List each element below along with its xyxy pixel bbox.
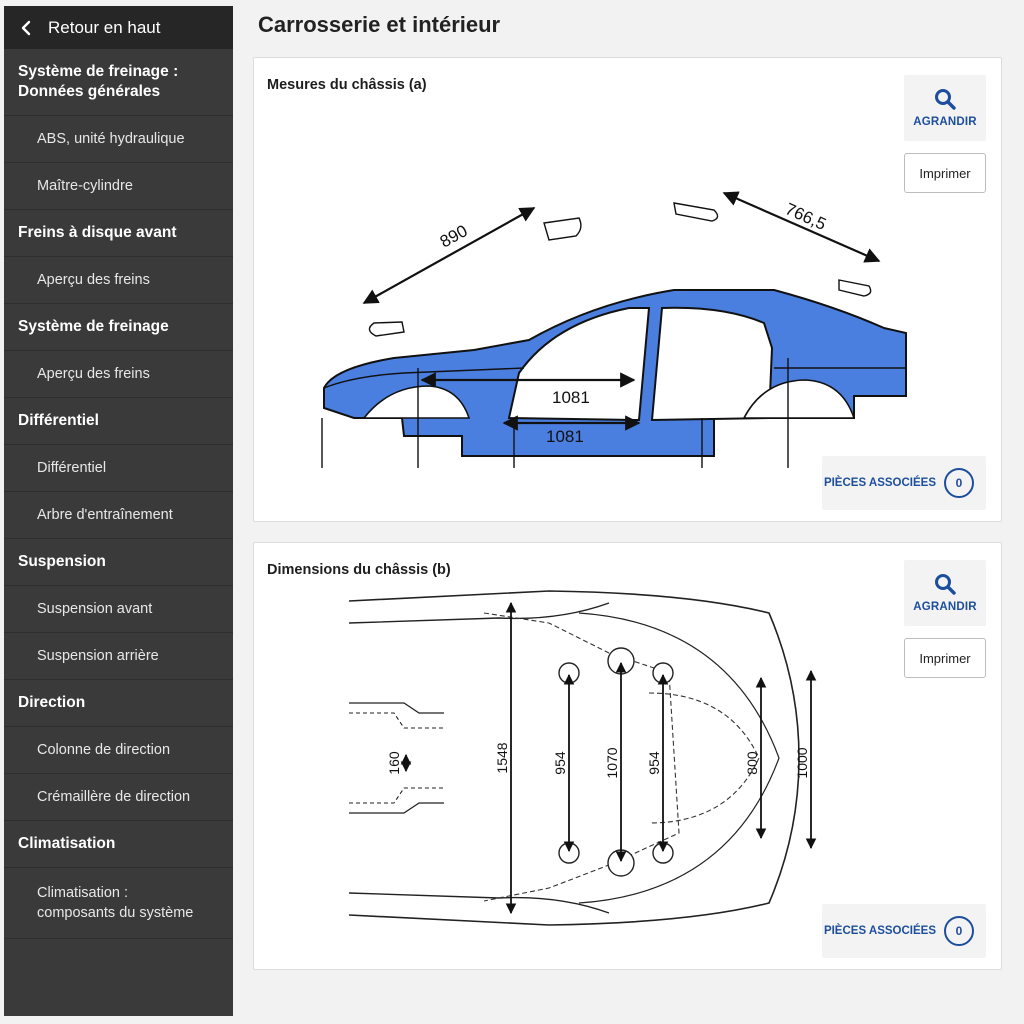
figure-title: Dimensions du châssis (b) [267, 562, 451, 578]
figure-card-chassis-measurements: Mesures du châssis (a) [253, 57, 1002, 522]
related-parts-label: PIÈCES ASSOCIÉES [823, 477, 936, 489]
dim-1000: 1000 [794, 747, 810, 778]
sidebar-section-steering[interactable]: Direction [4, 680, 233, 727]
page-title: Carrosserie et intérieur [258, 12, 501, 37]
sidebar-section-brake-system[interactable]: Système de freinage [4, 304, 233, 351]
print-button[interactable]: Imprimer [904, 153, 986, 193]
sidebar: Retour en haut Système de freinage : Don… [4, 6, 233, 1016]
zoom-button[interactable]: AGRANDIR [904, 75, 986, 141]
magnifier-icon [935, 89, 956, 110]
back-to-top-button[interactable]: Retour en haut [4, 6, 233, 49]
rear-wheel-arch [742, 379, 856, 419]
sidebar-item-steering-column[interactable]: Colonne de direction [4, 727, 233, 774]
front-door-opening [507, 307, 651, 422]
rear-door-opening [650, 306, 774, 422]
dim-954-left: 954 [552, 751, 568, 775]
figure-card-chassis-dimensions: Dimensions du châssis (b) [253, 542, 1002, 970]
sidebar-item-steering-rack[interactable]: Crémaillère de direction [4, 774, 233, 821]
dim-160: 160 [386, 751, 402, 775]
related-parts-button[interactable]: PIÈCES ASSOCIÉES 0 [822, 456, 986, 510]
zoom-button[interactable]: AGRANDIR [904, 560, 986, 626]
related-parts-count: 0 [944, 468, 974, 498]
sidebar-item-ac-components[interactable]: Climatisation : composants du système [4, 868, 233, 939]
top-chassis-diagram: 160 1548 954 1070 954 800 1000 [349, 590, 817, 926]
floor-outline [349, 590, 800, 926]
dim-1548: 1548 [494, 742, 510, 773]
sidebar-section-differential[interactable]: Différentiel [4, 398, 233, 445]
sidebar-item-rear-suspension[interactable]: Suspension arrière [4, 633, 233, 680]
dim-1070: 1070 [604, 747, 620, 778]
zoom-label: AGRANDIR [913, 601, 977, 613]
sidebar-item-drive-shaft[interactable]: Arbre d'entraînement [4, 492, 233, 539]
related-parts-count: 0 [944, 916, 974, 946]
zoom-label: AGRANDIR [913, 116, 977, 128]
sidebar-section-brake-general[interactable]: Système de freinage : Données générales [4, 49, 233, 116]
sidebar-item-abs-hydraulic-unit[interactable]: ABS, unité hydraulique [4, 116, 233, 163]
sidebar-item-master-cylinder[interactable]: Maître-cylindre [4, 163, 233, 210]
back-to-top-label: Retour en haut [48, 17, 161, 37]
dim-1081-upper: 1081 [552, 388, 590, 407]
related-parts-button[interactable]: PIÈCES ASSOCIÉES 0 [822, 904, 986, 958]
figure-title: Mesures du châssis (a) [267, 77, 427, 93]
chevron-left-icon [21, 20, 31, 35]
sidebar-item-brake-overview-1[interactable]: Aperçu des freins [4, 257, 233, 304]
side-chassis-diagram: 890 766,5 1081 1081 692 678 1550 575 [321, 191, 907, 468]
print-button[interactable]: Imprimer [904, 638, 986, 678]
dim-800: 800 [744, 751, 760, 775]
magnifier-icon [935, 574, 956, 595]
sidebar-section-air-conditioning[interactable]: Climatisation [4, 821, 233, 868]
sidebar-item-brake-overview-2[interactable]: Aperçu des freins [4, 351, 233, 398]
related-parts-label: PIÈCES ASSOCIÉES [823, 925, 936, 937]
sidebar-item-differential[interactable]: Différentiel [4, 445, 233, 492]
dim-954-right: 954 [646, 751, 662, 775]
dim-1081-lower: 1081 [546, 427, 584, 446]
sidebar-item-front-suspension[interactable]: Suspension avant [4, 586, 233, 633]
sidebar-section-suspension[interactable]: Suspension [4, 539, 233, 586]
sidebar-section-front-disc-brakes[interactable]: Freins à disque avant [4, 210, 233, 257]
